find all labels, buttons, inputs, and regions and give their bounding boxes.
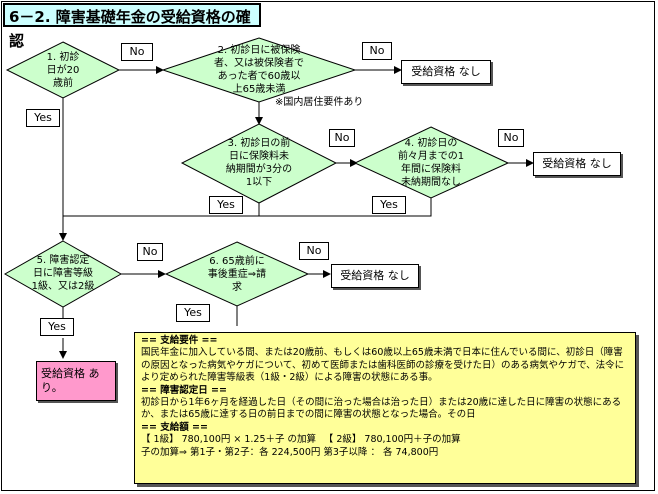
diamond-d4 (353, 126, 510, 199)
info-heading-certification-date: == 障害認定日 == (141, 384, 227, 396)
info-text-certification-date: 初診日から1年6ヶ月を経過した日（その間に治った場合は治った日）または20歳に達… (141, 397, 622, 421)
label-yes-d1: Yes (26, 109, 60, 127)
label-no-d5: No (137, 243, 163, 261)
outcome-eligible: 受給資格 あ り。 (36, 361, 116, 401)
residency-note: ※国内居住要件あり (275, 97, 364, 108)
label-no-d4: No (498, 129, 524, 147)
label-yes-d6: Yes (176, 304, 210, 322)
outcome-none-3: 受給資格 なし (331, 264, 419, 288)
diamond-d2 (161, 37, 357, 103)
label-yes-d4: Yes (372, 196, 406, 214)
info-text-requirements: 国民年金に加入している間、または20歳前、もしくは60歳以上65歳未満で日本に住… (141, 347, 625, 384)
info-text-amount-grades: 【 1級】 780,100円 × 1.25＋子 の加算 【 2級】 780,10… (141, 434, 461, 446)
diamond-d3-text: 3. 初診日の前 日に保険料未 納期間が3分の 1以下 (225, 138, 293, 188)
diamond-d6 (164, 241, 310, 307)
diamond-d6-text: 6. 65歳前に 事後重症⇒請 求 (207, 256, 267, 293)
diamond-d2-text: 2. 初診日に被保険 者、又は被保険者で あった者で60歳以 上65歳未満 (214, 45, 304, 95)
outcome-none-1: 受給資格 なし (401, 60, 491, 84)
outcome-none-2: 受給資格 なし (533, 152, 621, 176)
info-heading-requirements: == 支給要件 == (141, 335, 218, 346)
diamond-d5 (3, 240, 123, 308)
info-text-amount-children: 子の加算⇒ 第1子・第2子：各 224,500円 第3子以降 ： 各 74,80… (141, 446, 439, 458)
diamond-d1 (5, 41, 121, 99)
page-title: 6－2. 障害基礎年金の受給資格の確認 (3, 3, 261, 50)
label-no-d6: No (299, 242, 329, 260)
label-yes-d3: Yes (209, 196, 243, 214)
diamond-d3 (180, 123, 338, 204)
diamond-d4-text: 4. 初診日の 前々月までの1 年間に保険料 未納期間なし (397, 138, 465, 188)
label-no-d1: No (121, 43, 153, 61)
diamond-d1-text: 1. 初診 日が20 歳前 (46, 52, 80, 89)
arrow-d4-yes (63, 198, 432, 217)
info-panel: == 支給要件 == 国民年金に加入している間、または20歳前、もしくは60歳以… (134, 332, 636, 484)
label-yes-d5: Yes (40, 318, 74, 336)
info-heading-amount: == 支給額 == (141, 421, 208, 433)
diamond-d5-text: 5. 障害認定 日に障害等級 1級、又は2級 (31, 255, 95, 292)
label-no-d2: No (362, 42, 392, 60)
label-no-d3: No (329, 129, 355, 147)
